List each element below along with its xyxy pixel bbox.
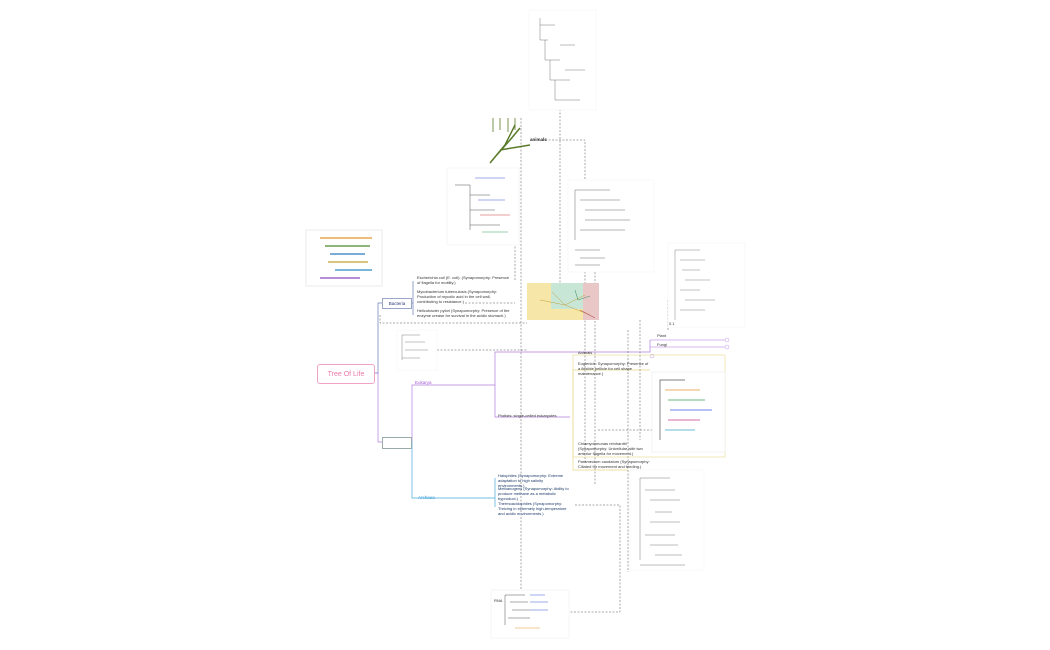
note-helicobacter[interactable]: Helicobacter pylori (Synapomorphy: Prese… [417, 308, 510, 318]
note-mycobacterium[interactable]: Mycobacterium tuberculosis (Synapomorphy… [417, 289, 498, 304]
bacteria-tree-thumbnail [446, 167, 520, 246]
far-right-phylogeny [667, 242, 746, 328]
branch-eukarya [373, 372, 382, 443]
animals-cladogram-label: animals [530, 137, 547, 142]
note-methanogens[interactable]: Methanogens (Synapomorphy: Ability to pr… [498, 486, 569, 501]
left-tree-thumbnail [305, 229, 383, 287]
note-euglenids[interactable]: Euglenids: Synapomorphy: Presence of a f… [578, 361, 649, 376]
bottom-right-phylogeny [629, 469, 705, 571]
small-gray-tree [396, 329, 438, 371]
branch-animals-kingdom [578, 340, 651, 353]
bottom-tree-thumbnail [490, 589, 570, 639]
branch-bacteria [373, 302, 382, 374]
animals-cladogram [489, 118, 531, 164]
branch-eukarya-protists [494, 385, 570, 418]
note-chlamydomonas[interactable]: Chlamydomonas reinhardtii (Synapomorphy:… [578, 441, 643, 456]
rna-caption: RNA [494, 598, 503, 603]
kingdom-animals[interactable]: Animals [578, 350, 593, 355]
eukarya-label[interactable]: Eukarya [415, 380, 432, 385]
root-node-tree-of-life[interactable]: Tree Of Life [317, 364, 375, 384]
note-halophiles[interactable]: Halophiles (Synapomorphy: Extreme adapta… [498, 473, 564, 488]
marker-circle [724, 344, 730, 350]
marker-circle [649, 353, 655, 359]
kingdom-plant[interactable]: Plant [657, 333, 667, 338]
bacteria-node[interactable]: Bacteria [382, 298, 412, 309]
branch-protists-down [572, 369, 650, 440]
tree-scale-caption: 0.1 [669, 321, 675, 326]
kingdom-fungi[interactable]: Fungi [657, 342, 668, 347]
eukaryote-colored-tree [651, 371, 726, 453]
note-ecoli[interactable]: Escherichia coli (E. coli): (Synapomorph… [417, 275, 510, 285]
dashed-links [379, 60, 669, 613]
marker-circle [724, 337, 730, 343]
top-phylogeny-thumbnail [528, 9, 597, 111]
central-tree-thumbnail [527, 283, 599, 320]
right-top-phylogeny [567, 179, 655, 273]
note-protists[interactable]: Protists: single-celled eukaryotes [498, 413, 557, 418]
note-thermoacidophiles[interactable]: Thermoacidophiles (Synapomorphy: Thrivin… [498, 501, 567, 516]
branch-archaea [410, 441, 495, 499]
archaea-label[interactable]: Archaea [418, 495, 435, 500]
note-paramecium[interactable]: Paramecium caudatum (Synapomorphy: Cilia… [578, 459, 650, 469]
junction-node[interactable] [382, 437, 412, 449]
